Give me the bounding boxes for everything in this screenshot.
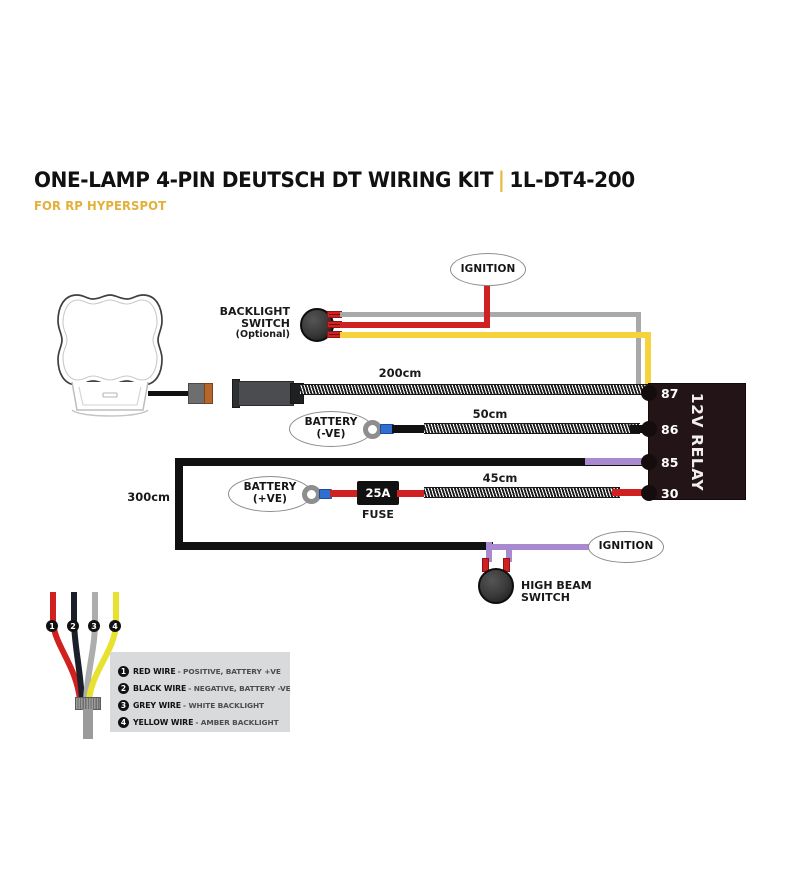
- legend-desc-4: - AMBER BACKLIGHT: [195, 718, 279, 727]
- measure-200cm: 200cm: [378, 366, 422, 380]
- main-braided-cable-200cm: [300, 384, 648, 395]
- fuse-caption: FUSE: [362, 508, 394, 521]
- high-beam-switch[interactable]: [478, 568, 514, 604]
- bundle-badge-2: 2: [67, 620, 79, 632]
- red-wire-to-terminal-30: [612, 489, 652, 496]
- grey-wire-horizontal: [340, 312, 641, 317]
- title-main: ONE-LAMP 4-PIN DEUTSCH DT WIRING KIT: [34, 168, 494, 193]
- fuse-rating: 25A: [365, 486, 391, 500]
- loop-cable-left: [175, 458, 183, 550]
- legend-badge-1: 1: [118, 666, 129, 677]
- dt-connector-harness-body: [238, 381, 294, 406]
- page-title: ONE-LAMP 4-PIN DEUTSCH DT WIRING KIT|1L-…: [34, 168, 754, 213]
- lamp-pigtail-wire: [148, 391, 196, 396]
- lamp-illustration: [50, 283, 170, 423]
- legend-desc-1: - POSITIVE, BATTERY +VE: [177, 667, 281, 676]
- relay-terminal-86: 86: [661, 422, 679, 437]
- battery-negative-line2: (-VE): [316, 428, 346, 440]
- legend-item-2: 2 BLACK WIRE - NEGATIVE, BATTERY -VE: [118, 683, 291, 694]
- red-wire-fuse-input: [330, 490, 359, 497]
- backlight-switch-label-line1: BACKLIGHT: [219, 305, 290, 318]
- loop-cable-bottom: [175, 542, 493, 550]
- relay-terminal-87: 87: [661, 386, 679, 401]
- backlight-switch-label: BACKLIGHT SWITCH (Optional): [178, 306, 290, 340]
- dt-connector-lamp-seal: [204, 383, 213, 404]
- relay-terminal-dot-86: [641, 421, 657, 437]
- fuse-block: 25A: [357, 481, 399, 505]
- bundle-badge-4: 4: [109, 620, 121, 632]
- positive-braided-cable-45cm: [424, 487, 620, 498]
- red-wire-fuse-output: [397, 490, 427, 497]
- callout-ignition-top-text: IGNITION: [460, 262, 516, 275]
- loop-cable-top: [175, 458, 643, 466]
- legend-badge-3: 3: [118, 700, 129, 711]
- red-wire-backlight-horizontal: [340, 322, 490, 328]
- purple-wire-highbeam-right: [506, 544, 512, 562]
- purple-wire-highbeam-left: [486, 542, 492, 562]
- callout-ignition-bottom-text: IGNITION: [598, 540, 654, 553]
- red-wire-ignition-drop: [484, 285, 490, 325]
- legend-item-1: 1 RED WIRE - POSITIVE, BATTERY +VE: [118, 666, 281, 677]
- high-beam-switch-label: HIGH BEAM SWITCH: [521, 580, 641, 604]
- legend-wire-4: YELLOW WIRE: [133, 718, 194, 727]
- relay-terminal-85: 85: [661, 455, 679, 470]
- relay-12v: 12V RELAY: [648, 383, 746, 500]
- measure-50cm: 50cm: [472, 407, 508, 421]
- high-beam-switch-label-line1: HIGH BEAM: [521, 579, 592, 592]
- negative-braided-cable-50cm: [424, 423, 640, 434]
- measure-45cm: 45cm: [482, 471, 518, 485]
- page-subtitle: FOR RP HYPERSPOT: [34, 198, 167, 213]
- legend-desc-3: - WHITE BACKLIGHT: [183, 701, 264, 710]
- legend-item-4: 4 YELLOW WIRE - AMBER BACKLIGHT: [118, 717, 279, 728]
- bundle-badge-1: 1: [46, 620, 58, 632]
- black-wire-negative-lead: [392, 425, 426, 433]
- callout-battery-positive: BATTERY (+VE): [228, 476, 312, 512]
- yellow-wire-horizontal: [340, 332, 651, 338]
- yellow-wire-vertical: [645, 332, 651, 389]
- legend-wire-2: BLACK WIRE: [133, 684, 187, 693]
- ring-terminal-negative: [363, 420, 382, 439]
- legend-badge-4: 4: [118, 717, 129, 728]
- relay-terminal-dot-30: [641, 485, 657, 501]
- legend-badge-2: 2: [118, 683, 129, 694]
- bundle-tail: [83, 709, 93, 739]
- legend-desc-2: - NEGATIVE, BATTERY -VE: [188, 684, 291, 693]
- legend-item-3: 3 GREY WIRE - WHITE BACKLIGHT: [118, 700, 264, 711]
- purple-wire-highbeam-horizontal: [486, 544, 590, 550]
- callout-ignition-top: IGNITION: [450, 253, 526, 286]
- battery-positive-line1: BATTERY: [243, 481, 297, 494]
- relay-terminal-dot-85: [641, 454, 657, 470]
- grey-wire-vertical: [636, 312, 641, 387]
- bundle-badge-3: 3: [88, 620, 100, 632]
- high-beam-switch-label-line2: SWITCH: [521, 590, 570, 604]
- measure-300cm: 300cm: [127, 490, 170, 504]
- callout-battery-negative: BATTERY (-VE): [289, 411, 373, 447]
- relay-terminal-30: 30: [661, 486, 679, 501]
- title-separator: |: [497, 168, 505, 193]
- backlight-switch-label-optional: (Optional): [235, 328, 290, 340]
- relay-name: 12V RELAY: [688, 392, 706, 491]
- purple-wire-terminal-85: [585, 458, 643, 465]
- legend-panel: [110, 652, 290, 732]
- backlight-switch-label-line2: SWITCH: [241, 316, 290, 330]
- title-sku: 1L-DT4-200: [509, 168, 635, 193]
- relay-terminal-dot-87: [641, 385, 657, 401]
- callout-ignition-bottom: IGNITION: [588, 531, 664, 563]
- battery-positive-line2: (+VE): [252, 493, 288, 505]
- battery-negative-line1: BATTERY: [304, 416, 358, 429]
- legend-wire-3: GREY WIRE: [133, 701, 182, 710]
- ring-terminal-positive: [302, 485, 321, 504]
- legend-wire-1: RED WIRE: [133, 667, 176, 676]
